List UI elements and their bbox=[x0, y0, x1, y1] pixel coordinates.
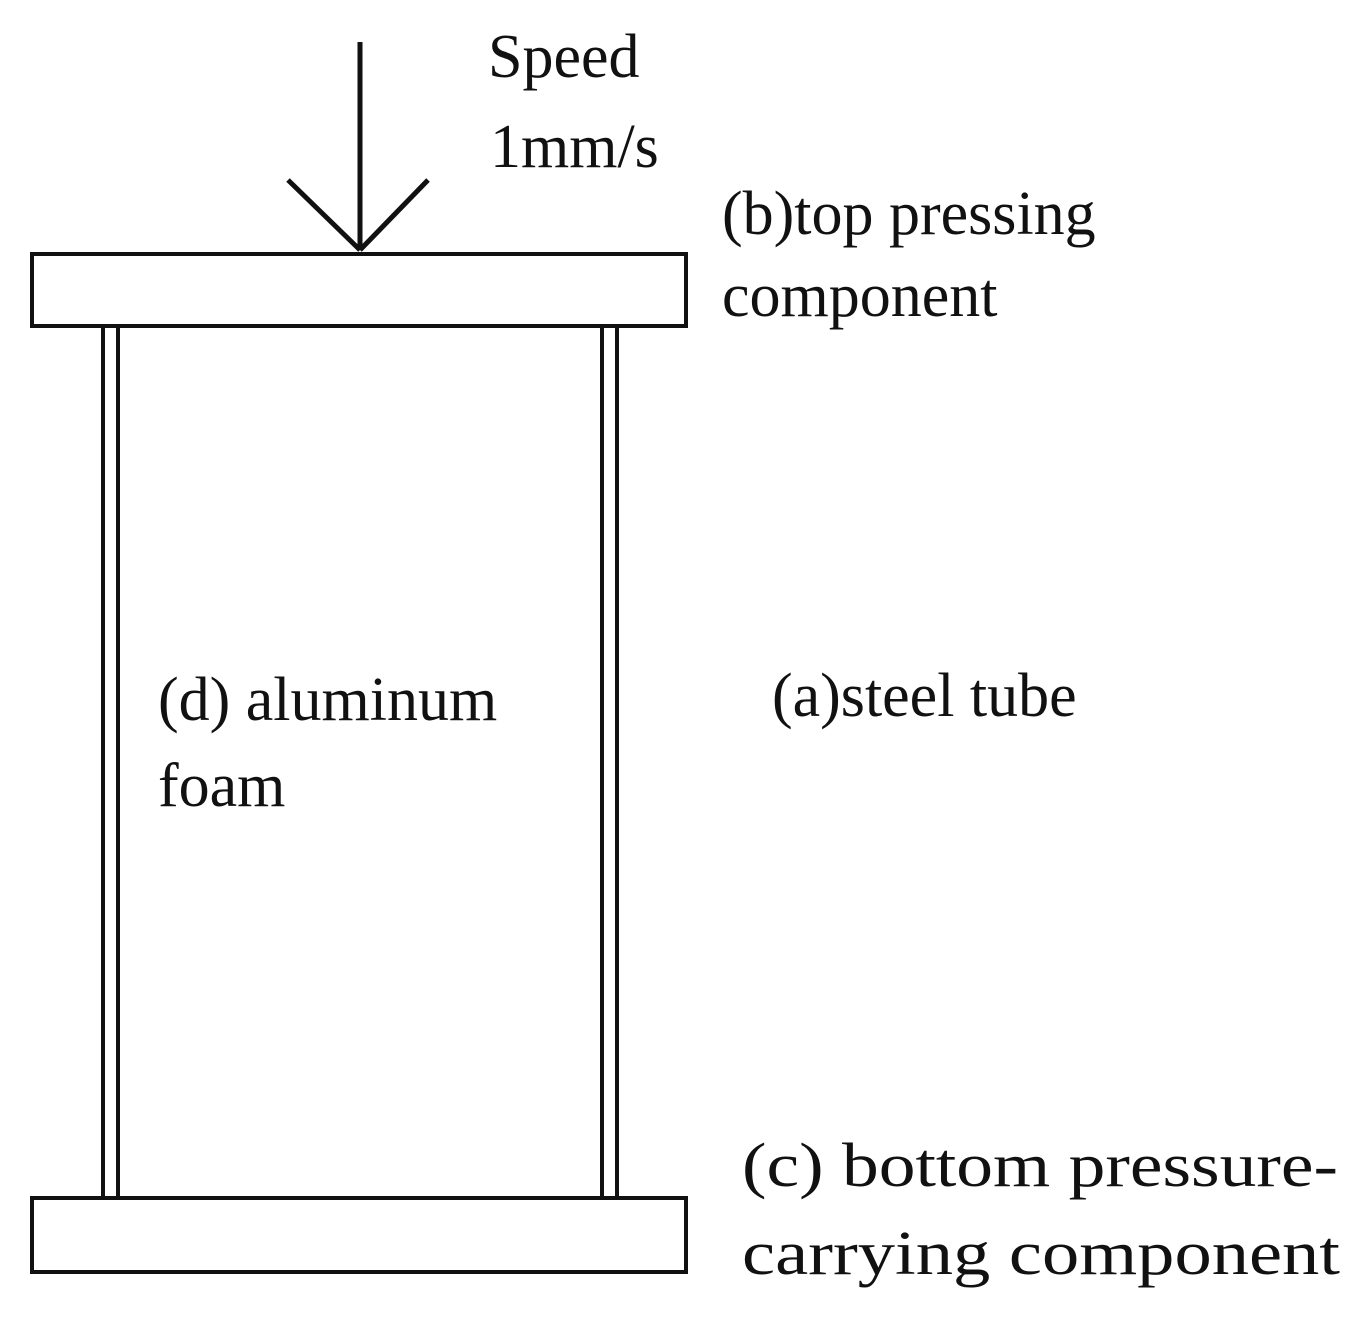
top-component-label-line2: component bbox=[722, 262, 998, 330]
steel-tube-right-wall bbox=[600, 326, 619, 1198]
bottom-component-label-line1: (c) bottom pressure- bbox=[742, 1132, 1338, 1200]
load-arrow-icon bbox=[286, 42, 430, 252]
top-pressing-plate bbox=[30, 252, 688, 328]
bottom-pressure-plate bbox=[30, 1196, 688, 1274]
top-component-label-line1: (b)top pressing bbox=[722, 180, 1096, 248]
aluminum-foam-label-line1: (d) aluminum bbox=[158, 666, 497, 734]
aluminum-foam-label-line2: foam bbox=[158, 752, 285, 820]
steel-tube-left-wall bbox=[101, 326, 120, 1198]
speed-value: 1mm/s bbox=[490, 113, 659, 181]
steel-tube-label: (a)steel tube bbox=[772, 662, 1077, 730]
bottom-component-label-line2: carrying component bbox=[742, 1220, 1340, 1288]
speed-label: Speed bbox=[488, 23, 640, 91]
